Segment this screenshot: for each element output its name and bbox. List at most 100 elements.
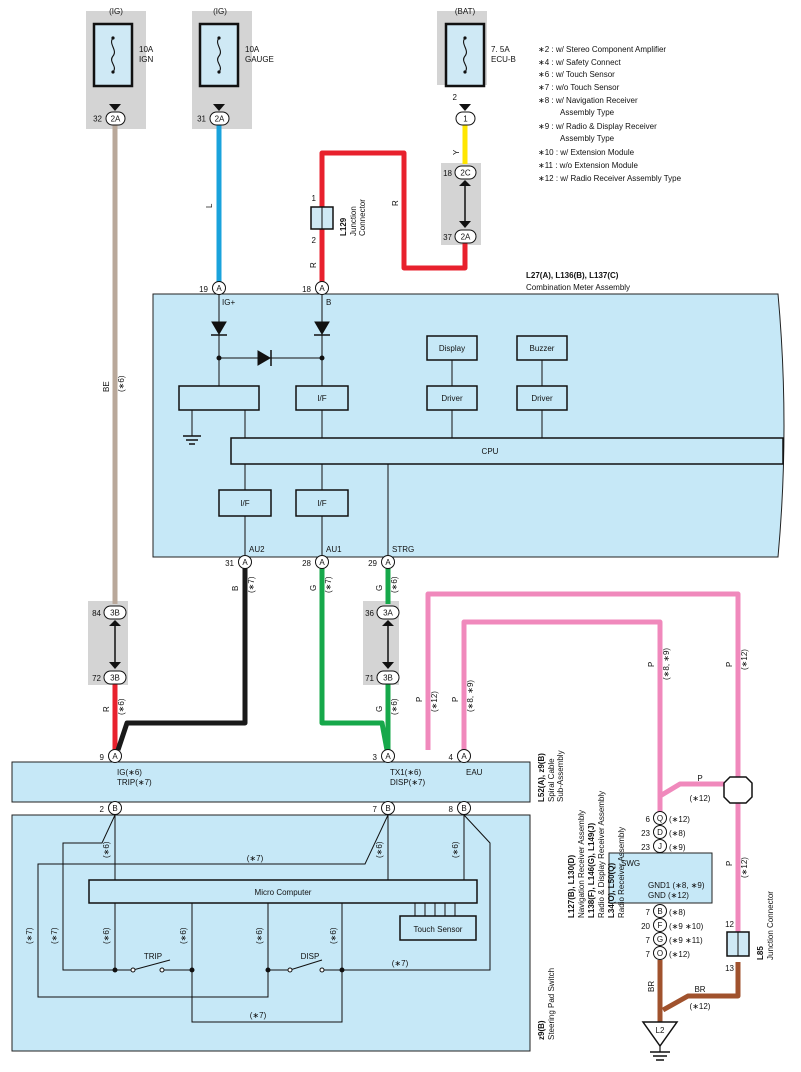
terminal-label: IG+ bbox=[222, 298, 235, 307]
wire-b bbox=[115, 568, 248, 751]
pin-num: 2 bbox=[453, 93, 458, 102]
pin-num: 84 bbox=[92, 609, 101, 618]
note: ∗9 : w/ Radio & Display Receiver bbox=[538, 122, 657, 131]
pin-code: A bbox=[385, 558, 391, 567]
wire-p-outer bbox=[425, 591, 741, 777]
wire-label: R bbox=[309, 262, 318, 268]
wire-note: (∗6) bbox=[390, 698, 399, 715]
block-label: Buzzer bbox=[530, 344, 555, 353]
note: ∗8 : w/ Navigation Receiver bbox=[538, 96, 638, 105]
connector-ref: L129 bbox=[339, 217, 348, 236]
fuse-name: GAUGE bbox=[245, 55, 274, 64]
terminal-label: TX1(∗6) bbox=[390, 768, 421, 777]
wire-label: P bbox=[725, 662, 734, 667]
note: ∗12 : w/ Radio Receiver Assembly Type bbox=[538, 174, 682, 183]
ground-l2: L2 bbox=[641, 1021, 679, 1061]
wire-note: (∗7) bbox=[324, 576, 333, 593]
wire-label: P bbox=[725, 861, 734, 866]
wire-r-top bbox=[319, 150, 468, 271]
pin-num: 31 bbox=[197, 115, 206, 124]
meter-heading: L27(A), L136(B), L137(C) Combination Met… bbox=[526, 271, 630, 292]
pin-note: (∗9) bbox=[669, 843, 686, 852]
pin-code: 3B bbox=[110, 674, 120, 683]
connector-name: Radio Receiver Assembly bbox=[617, 827, 626, 918]
wire-note: (∗6) bbox=[375, 841, 384, 858]
pin-num: 31 bbox=[225, 559, 234, 568]
note: ∗7 : w/o Touch Sensor bbox=[538, 83, 620, 92]
connector-ref: L85 bbox=[756, 946, 765, 960]
switch-label: TRIP bbox=[144, 952, 162, 961]
connector-arrow bbox=[459, 180, 471, 186]
note: Assembly Type bbox=[560, 134, 615, 143]
connector-arrow bbox=[382, 620, 394, 626]
pin-code: A bbox=[461, 752, 467, 761]
connector-name: Spiral Cable bbox=[547, 758, 556, 802]
wire-labels: L R Y R BE (∗6) B (∗7) G (∗7) G (∗6) R (… bbox=[102, 149, 749, 1011]
pin-code: B bbox=[461, 804, 466, 813]
pin-num: 18 bbox=[302, 285, 311, 294]
panels bbox=[11, 11, 785, 1052]
pin-code: 1 bbox=[463, 115, 468, 124]
ground-icon bbox=[641, 1021, 679, 1048]
wire-note: (∗12) bbox=[690, 1002, 711, 1011]
block-label: SWG bbox=[621, 859, 640, 868]
connector-ref: L138(F), L146(G), L149(J) bbox=[587, 823, 596, 918]
pin-num: 71 bbox=[365, 674, 374, 683]
pin-code: O bbox=[657, 949, 663, 958]
connector-name: Navigation Receiver Assembly bbox=[577, 810, 586, 918]
pin-num: 29 bbox=[368, 559, 377, 568]
connector-name: Steering Pad Switch bbox=[547, 968, 556, 1040]
junction-l85: 12 13 L85 Junction Connector bbox=[725, 891, 775, 973]
fuse-rating: 10A bbox=[139, 45, 154, 54]
wire-note: (∗7) bbox=[50, 927, 59, 944]
pin-note: (∗8) bbox=[669, 908, 686, 917]
wires bbox=[112, 124, 741, 1022]
connector-name: Sub-Assembly bbox=[556, 750, 565, 802]
meter-labels: IG+ B I/F Display Driver Buzzer Driver C… bbox=[222, 298, 555, 554]
connector-arrow bbox=[459, 104, 471, 111]
terminal-label: TRIP(∗7) bbox=[117, 778, 152, 787]
wire-note: (∗12) bbox=[430, 691, 439, 712]
connector-arrow bbox=[109, 620, 121, 626]
terminal-label: AU2 bbox=[249, 545, 265, 554]
note: Assembly Type bbox=[560, 108, 615, 117]
wire-label: R bbox=[391, 200, 400, 206]
note: ∗11 : w/o Extension Module bbox=[538, 161, 638, 170]
spiral-cable-panel bbox=[11, 761, 531, 803]
wire-label: BE bbox=[102, 381, 111, 392]
pin-code: B bbox=[385, 804, 390, 813]
pin-num: 36 bbox=[365, 609, 374, 618]
pin-num: 8 bbox=[449, 805, 454, 814]
pin-code: A bbox=[242, 558, 248, 567]
note: ∗10 : w/ Extension Module bbox=[538, 148, 635, 157]
pin-code: A bbox=[216, 284, 222, 293]
pin-code: B bbox=[657, 907, 662, 916]
wire-note: (∗7) bbox=[250, 1011, 267, 1020]
block-label: I/F bbox=[240, 499, 249, 508]
wire-note: (∗6) bbox=[117, 375, 126, 392]
wire-note: (∗12) bbox=[740, 649, 749, 670]
spiral-top-pins: 9 A 3 A 4 A bbox=[100, 749, 471, 763]
connector-arrow bbox=[109, 104, 121, 111]
block-label: GND (∗12) bbox=[648, 891, 689, 900]
wire-p-inner bbox=[461, 619, 663, 812]
connector-ref: L34(O), L50(Q) bbox=[607, 863, 616, 918]
wire-note: (∗6) bbox=[117, 698, 126, 715]
wire-label: P bbox=[697, 774, 702, 783]
pin-code: A bbox=[319, 284, 325, 293]
pin-note: (∗8) bbox=[669, 829, 686, 838]
pin-code: 3A bbox=[383, 609, 393, 618]
wire-label: G bbox=[375, 706, 384, 712]
meter-internals bbox=[178, 295, 784, 559]
junction-3b: 84 3B 72 3B bbox=[92, 605, 127, 685]
junction-l129: 1 2 L129 Junction Connector bbox=[310, 194, 367, 245]
meter-bottom-pins: 31 A 28 A 29 A bbox=[225, 555, 395, 569]
block-label: Driver bbox=[531, 394, 553, 403]
pin-num: 72 bbox=[92, 674, 101, 683]
terminal-label: STRG bbox=[392, 545, 414, 554]
connector-ref: L52(A), z9(B) bbox=[537, 753, 546, 802]
wire-label: G bbox=[375, 585, 384, 591]
fuse-name: IGN bbox=[139, 55, 153, 64]
wire-label: R bbox=[102, 706, 111, 712]
pin-num: 6 bbox=[646, 815, 651, 824]
